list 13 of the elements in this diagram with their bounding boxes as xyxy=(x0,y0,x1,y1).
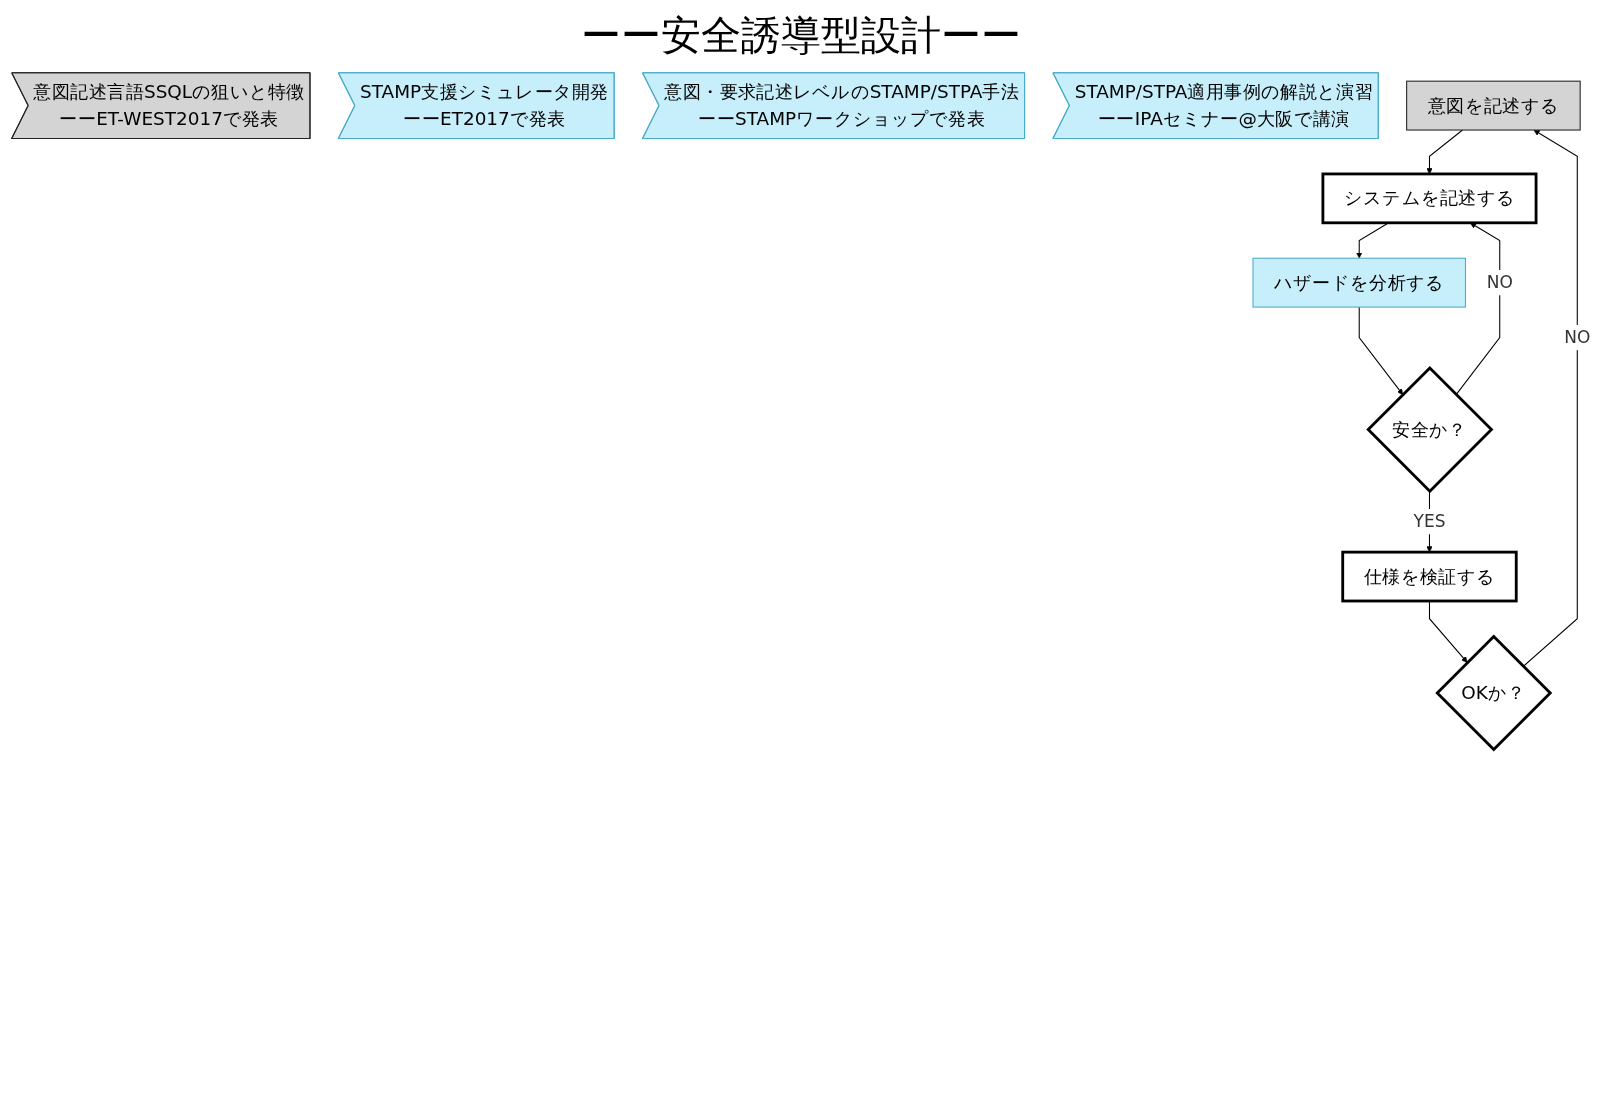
arrow xyxy=(1522,129,1578,667)
node-diamond: 安全か？ xyxy=(1366,366,1494,494)
node-box: 意図を記述する xyxy=(1406,80,1581,131)
arrow xyxy=(1358,306,1404,395)
node-box: ハザードを分析する xyxy=(1252,257,1466,308)
node-box: システムを記述する xyxy=(1321,172,1538,225)
arrow xyxy=(1455,222,1501,396)
edge-label: NO xyxy=(1486,272,1513,293)
node-box: 仕様を検証する xyxy=(1341,550,1518,603)
node-diamond: OKか？ xyxy=(1435,634,1553,752)
edge-label: NO xyxy=(1564,327,1591,348)
diagram-title: ーー安全誘導型設計ーー xyxy=(580,11,1022,60)
edge-label: YES xyxy=(1413,511,1446,532)
